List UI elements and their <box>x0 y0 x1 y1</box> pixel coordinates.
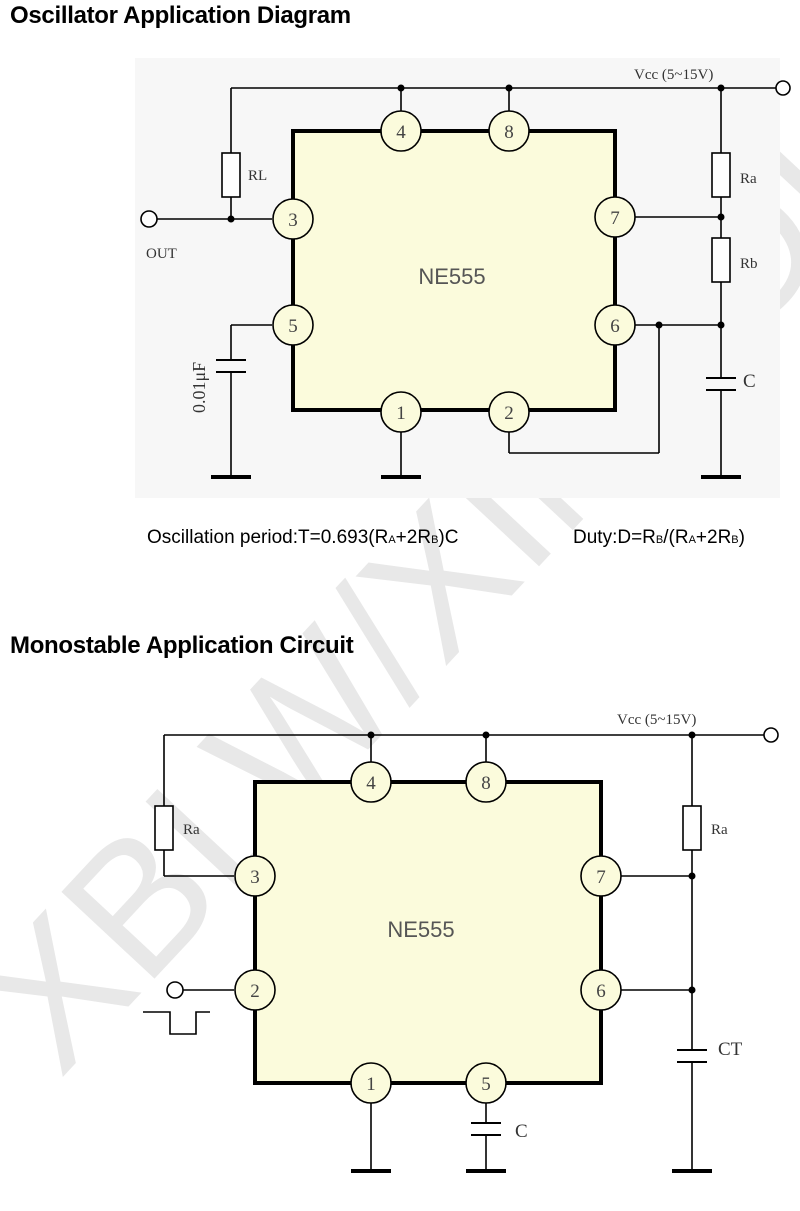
mono-resistor-right-label: Ra <box>711 822 728 838</box>
monostable-vcc-terminal <box>763 727 779 743</box>
mono-pin-8-label: 8 <box>481 773 491 794</box>
oscillator-out-terminal <box>140 210 158 228</box>
resistor-ra-left <box>154 805 174 851</box>
duty-sub-b2: B <box>731 534 739 546</box>
monostable-trigger-terminal <box>166 981 184 999</box>
ne555-chip-label-monostable: NE555 <box>387 917 454 942</box>
mono-pin-3-label: 3 <box>250 867 260 888</box>
mono-capacitor-ct-label: CT <box>718 1039 743 1060</box>
mono-pin-3-circle <box>234 855 276 897</box>
pin-4-circle <box>380 110 422 152</box>
duty-cycle-formula: Duty:D=RB/(RA+2RB) <box>573 527 745 549</box>
mono-pin-5-label: 5 <box>481 1074 491 1095</box>
resistor-rb <box>711 237 731 283</box>
mono-pin-7-label: 7 <box>596 867 606 888</box>
pin-1-label: 1 <box>396 403 406 424</box>
oscillator-section-title: Oscillator Application Diagram <box>10 2 351 29</box>
pin-5-label: 5 <box>288 316 298 337</box>
resistor-ra <box>711 152 731 198</box>
mono-supply-label: Vcc (5~15V) <box>617 712 696 728</box>
duty-sub-a: A <box>688 534 696 546</box>
capacitor-c-monostable <box>471 1122 501 1136</box>
duty-sub-b1: B <box>655 534 664 546</box>
mono-pin-8-circle <box>465 761 507 803</box>
capacitor-control <box>216 359 246 373</box>
period-text-3: )C <box>438 527 459 548</box>
capacitor-ct <box>677 1049 707 1063</box>
supply-label: Vcc (5~15V) <box>634 67 713 83</box>
mono-pin-7-circle <box>580 855 622 897</box>
pin-6-circle <box>594 304 636 346</box>
oscillation-period-formula: Oscillation period:T=0.693(RA+2RB)C <box>147 527 458 549</box>
capacitor-c <box>706 377 736 391</box>
pin-5-circle <box>272 304 314 346</box>
pin-7-label: 7 <box>610 208 620 229</box>
capacitor-c-label: C <box>743 371 756 392</box>
pin-6-label: 6 <box>610 316 620 337</box>
pin-2-circle <box>488 391 530 433</box>
mono-pin-4-label: 4 <box>366 773 376 794</box>
pin-3-label: 3 <box>288 210 298 231</box>
resistor-rb-label: Rb <box>740 256 758 272</box>
pin-7-circle <box>594 196 636 238</box>
pin-8-circle <box>488 110 530 152</box>
ne555-chip-label: NE555 <box>418 264 485 289</box>
ne555-chip-body <box>291 129 617 412</box>
ne555-chip-body-monostable <box>253 780 603 1085</box>
mono-pin-5-circle <box>465 1062 507 1104</box>
oscillator-wires <box>157 87 776 476</box>
monostable-wires <box>143 734 764 1170</box>
mono-pin-2-label: 2 <box>250 981 260 1002</box>
pin-3-circle <box>272 198 314 240</box>
mono-pin-1-label: 1 <box>366 1074 376 1095</box>
period-text-1: Oscillation period:T=0.693(R <box>147 527 389 548</box>
duty-text-4: ) <box>738 527 745 548</box>
pin-8-label: 8 <box>504 122 514 143</box>
period-text-2: +2R <box>395 527 432 548</box>
pin-4-label: 4 <box>396 122 406 143</box>
oscillator-vcc-terminal <box>775 80 791 96</box>
mono-pin-2-circle <box>234 969 276 1011</box>
monostable-junctions <box>367 731 696 994</box>
mono-pin-1-circle <box>350 1062 392 1104</box>
out-label: OUT <box>146 246 177 262</box>
oscillator-junctions <box>227 84 725 329</box>
mono-resistor-left-label: Ra <box>183 822 200 838</box>
duty-text-2: /(R <box>663 527 689 548</box>
pin-2-label: 2 <box>504 403 514 424</box>
resistor-rl <box>221 152 241 198</box>
pin-1-circle <box>380 391 422 433</box>
resistor-rl-label: RL <box>248 168 267 184</box>
resistor-ra-label: Ra <box>740 171 757 187</box>
resistor-ra-right <box>682 805 702 851</box>
mono-pin-6-circle <box>580 969 622 1011</box>
monostable-section-title: Monostable Application Circuit <box>10 632 354 659</box>
period-sub-b: B <box>431 534 439 546</box>
mono-pin-4-circle <box>350 761 392 803</box>
period-sub-a: A <box>388 534 396 546</box>
mono-pin-6-label: 6 <box>596 981 606 1002</box>
capacitor-control-label: 0.01μF <box>189 362 209 413</box>
duty-text-1: Duty:D=R <box>573 527 656 548</box>
duty-text-3: +2R <box>695 527 732 548</box>
mono-capacitor-c-label: C <box>515 1121 528 1142</box>
